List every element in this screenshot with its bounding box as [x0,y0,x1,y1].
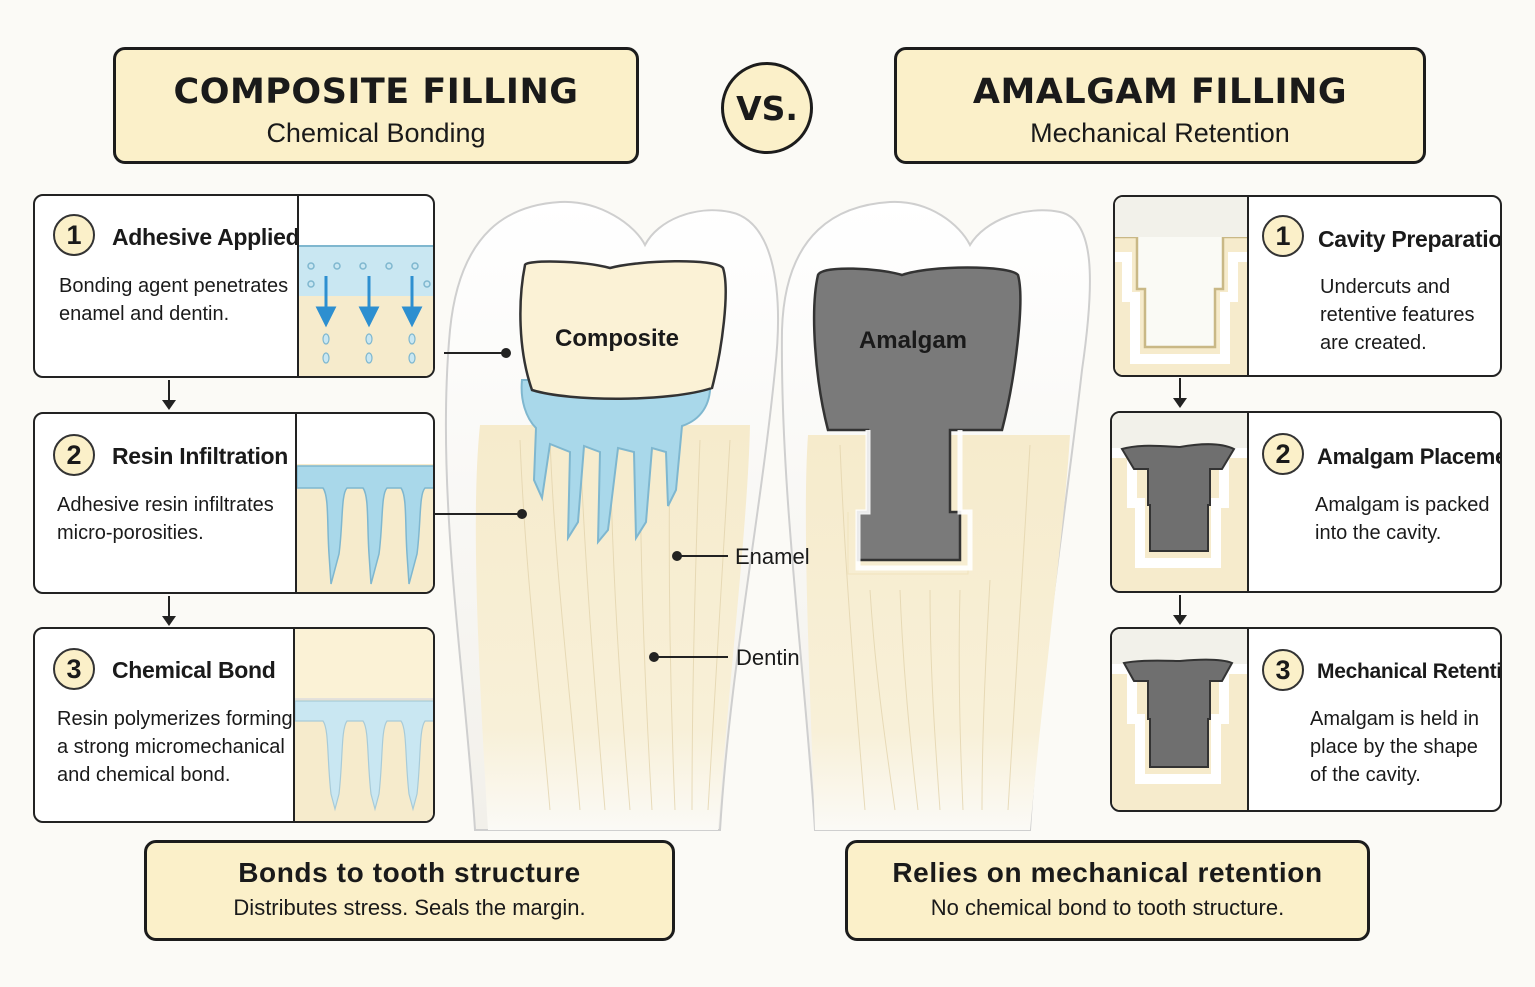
step-number-badge: 2 [1262,433,1304,475]
chemical-bond-illustration [293,629,433,821]
composite-tooth: Composite [444,200,779,831]
step-desc: Bonding agent penetrates enamel and dent… [59,275,289,325]
cavity-preparation-illustration [1115,197,1249,375]
enamel-label: Enamel [735,544,810,569]
composite-summary: Bonds to tooth structure Distributes str… [144,840,675,941]
amalgam-step-2: 2 Amalgam Placement Amalgam is packed in… [1110,411,1502,593]
composite-tooth-label: Composite [555,325,679,352]
composite-step-2: 2 Resin Infiltration Adhesive resin infi… [33,412,435,594]
step-number-badge: 1 [1262,215,1304,257]
step-number-badge: 3 [1262,649,1304,691]
amalgam-arrow-2 [1173,595,1187,625]
composite-step-1: 1 Adhesive Applied Bonding agent penetra… [33,194,435,378]
step-title: Adhesive Applied [112,224,300,250]
composite-title: COMPOSITE FILLING [173,72,579,112]
vs-badge: VS. [721,62,813,154]
step-number-badge: 3 [53,648,95,690]
composite-summary-title: Bonds to tooth structure [238,857,581,888]
composite-subtitle: Chemical Bonding [266,118,486,148]
amalgam-summary-title: Relies on mechanical retention [892,857,1323,888]
step-desc: Undercuts and retentive features are cre… [1320,276,1475,354]
composite-arrow-1 [162,380,176,410]
amalgam-title: AMALGAM FILLING [972,72,1348,112]
amalgam-summary-sub: No chemical bond to tooth structure. [930,895,1285,920]
amalgam-summary: Relies on mechanical retention No chemic… [845,840,1370,941]
amalgam-tooth: Amalgam [780,200,1091,831]
step-desc: Adhesive resin infiltrates micro-porosit… [57,494,274,544]
amalgam-arrow-1 [1173,378,1187,408]
amalgam-placement-illustration [1112,413,1249,591]
step-title: Mechanical Retention [1317,660,1502,683]
composite-header: COMPOSITE FILLING Chemical Bonding [113,47,639,164]
teeth-illustration: Composite Amalgam [435,200,1091,831]
step-desc: Resin polymerizes forming a strong micro… [57,708,293,786]
amalgam-header: AMALGAM FILLING Mechanical Retention [894,47,1426,164]
step-title: Chemical Bond [112,657,276,683]
composite-step-3: 3 Chemical Bond Resin polymerizes formin… [33,627,435,823]
step-number-badge: 1 [53,214,95,256]
composite-summary-sub: Distributes stress. Seals the margin. [233,895,586,920]
dentin-label: Dentin [736,645,800,670]
leader-lines [435,348,728,662]
composite-arrow-2 [162,596,176,626]
resin-infiltration-illustration [295,414,433,592]
adhesive-applied-illustration [297,196,433,376]
step-desc: Amalgam is packed into the cavity. [1315,494,1490,544]
amalgam-tooth-label: Amalgam [859,327,967,354]
amalgam-step-1: 1 Cavity Preparation Undercuts and reten… [1113,195,1502,377]
step-number-badge: 2 [53,434,95,476]
amalgam-subtitle: Mechanical Retention [1030,118,1290,148]
step-desc: Amalgam is held in place by the shape of… [1310,708,1479,786]
step-title: Cavity Preparation [1318,226,1502,252]
step-title: Resin Infiltration [112,443,289,469]
mechanical-retention-illustration [1112,629,1249,810]
step-title: Amalgam Placement [1317,444,1500,469]
amalgam-step-3: 3 Mechanical Retention Amalgam is held i… [1110,627,1502,812]
